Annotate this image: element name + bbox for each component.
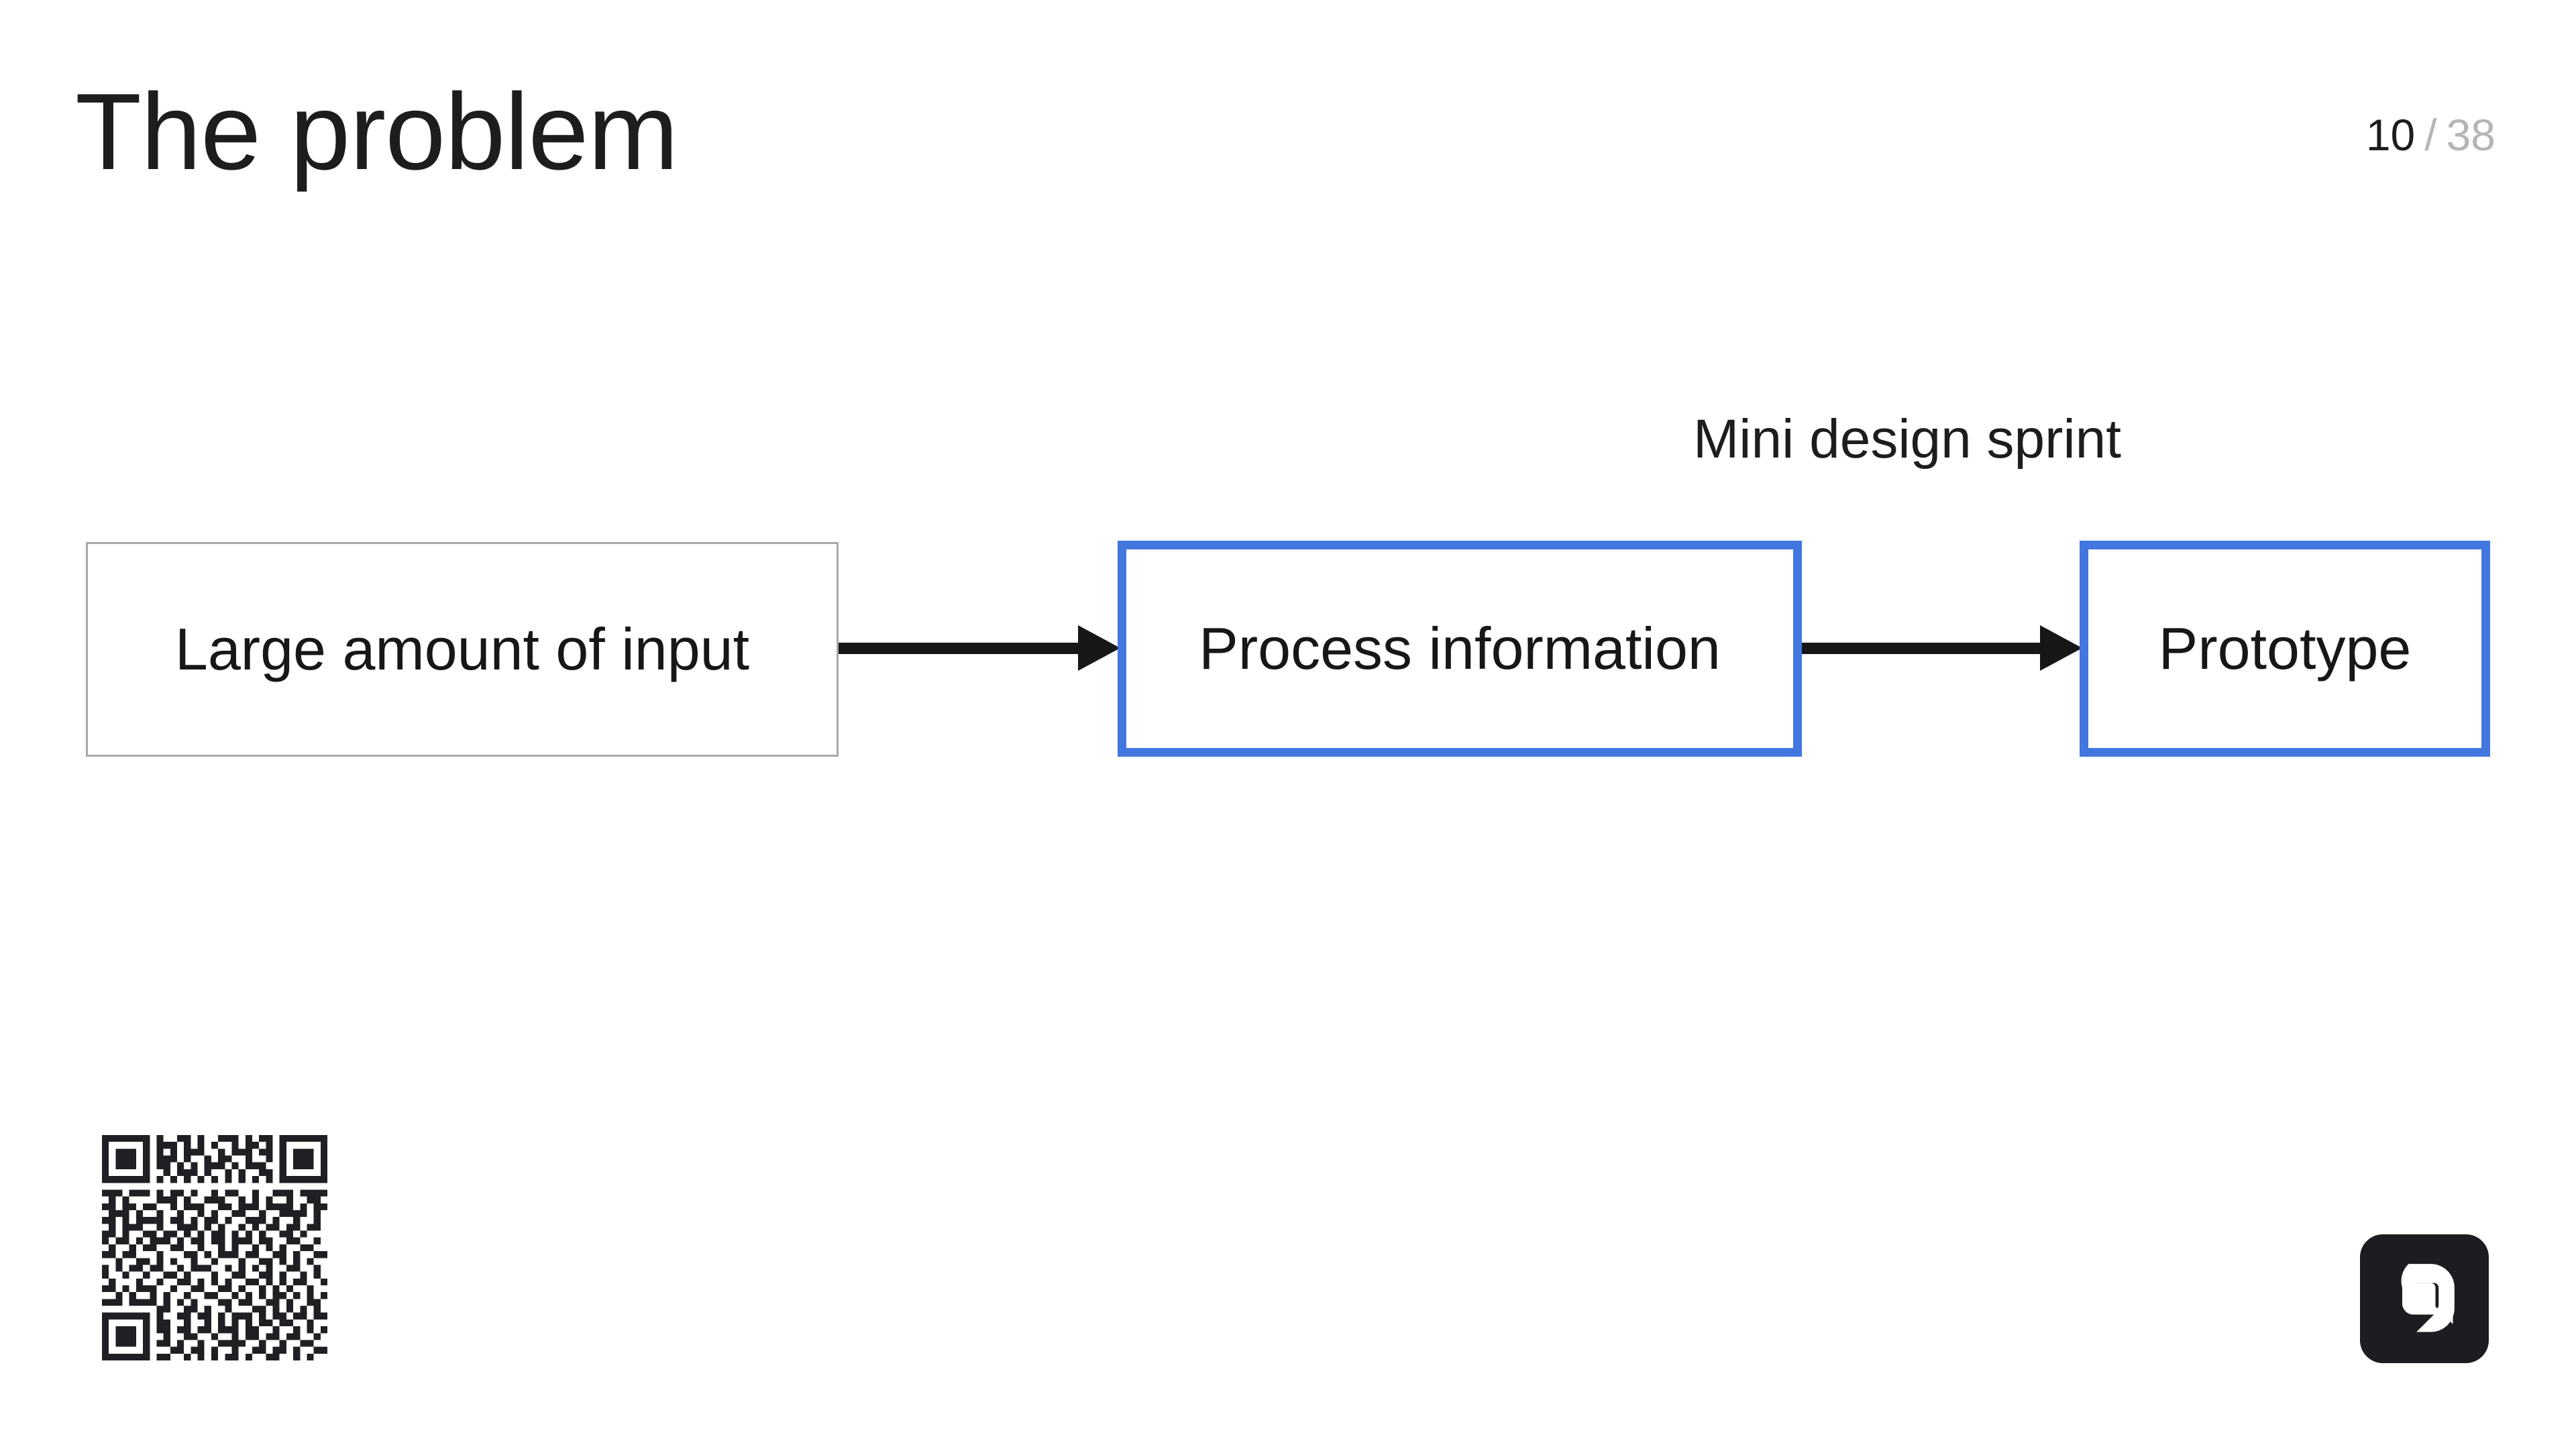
- flow-node-prototype: Prototype: [2080, 541, 2490, 757]
- flow-arrow-input-to-process: [839, 625, 1120, 671]
- flow-group-label-mini-design-sprint: Mini design sprint: [1693, 409, 2122, 470]
- arrow-head-icon: [1078, 625, 1120, 671]
- flow-node-prototype-label: Prototype: [2158, 615, 2412, 682]
- arrow-shaft: [1802, 642, 2041, 654]
- arrow-head-icon: [2040, 625, 2082, 671]
- flow-node-process-label: Process information: [1199, 615, 1721, 682]
- qr-code-icon: [102, 1135, 327, 1360]
- flow-node-input-label: Large amount of input: [174, 616, 750, 682]
- page-title: The problem: [75, 71, 678, 193]
- page-counter-separator: /: [2424, 110, 2437, 160]
- page-counter-current: 10: [2365, 110, 2416, 160]
- flow-arrow-process-to-prototype: [1802, 625, 2082, 671]
- q-logo-icon: [2360, 1234, 2489, 1363]
- flow-node-input: Large amount of input: [86, 542, 839, 757]
- page-counter-total: 38: [2446, 110, 2496, 160]
- page-counter: 10 / 38: [2366, 113, 2496, 157]
- arrow-shaft: [839, 642, 1079, 654]
- flow-node-process-information: Process information: [1118, 541, 1802, 757]
